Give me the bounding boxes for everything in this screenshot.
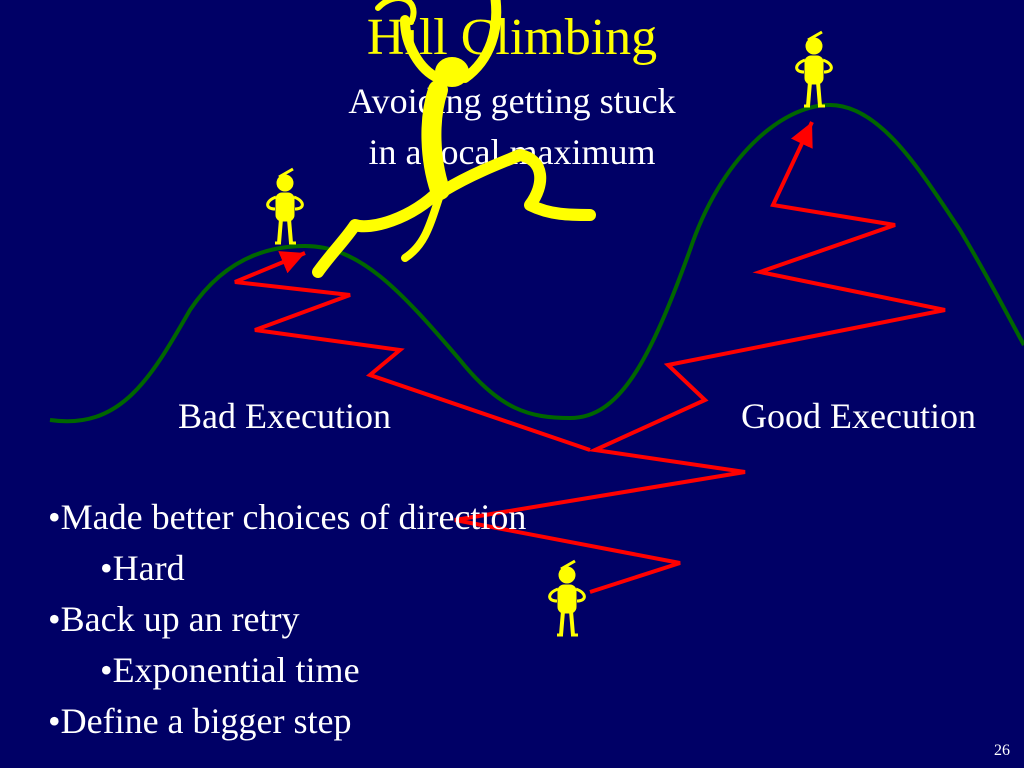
bullet-list: •Made better choices of direction •Hard … — [48, 495, 526, 750]
page-number: 26 — [994, 742, 1010, 759]
bullet-item: •Made better choices of direction — [48, 497, 527, 537]
stick-figure-icon — [266, 167, 304, 245]
bullet-item: •Exponential time — [100, 650, 360, 690]
subtitle-line-1: Avoiding getting stuck — [348, 81, 676, 121]
label-bad-execution: Bad Execution — [178, 396, 391, 436]
bullet-item: •Hard — [100, 548, 185, 588]
stick-figure-icon — [795, 30, 833, 108]
stick-figure-icon — [548, 559, 586, 637]
label-good-execution: Good Execution — [741, 396, 976, 436]
bad-execution-path — [234, 251, 591, 452]
bullet-item: •Define a bigger step — [48, 701, 352, 741]
good-execution-path — [454, 121, 946, 594]
hill-curve — [49, 102, 1024, 424]
bullet-item: •Back up an retry — [48, 599, 300, 639]
